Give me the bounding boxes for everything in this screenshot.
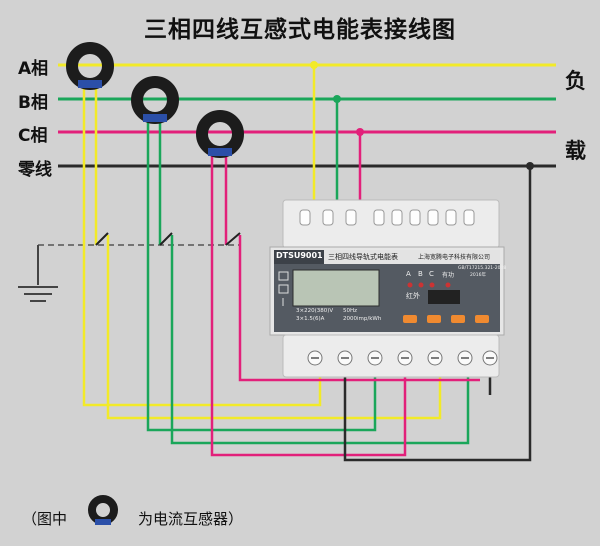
ground-assembly	[18, 244, 240, 302]
meter-model: DTSU9001	[276, 251, 323, 260]
meter-year: 2016年	[470, 273, 486, 278]
phase-a-label: A相	[18, 59, 49, 79]
phase-b-label: B相	[18, 93, 48, 113]
meter-constant: 2000imp/kWh	[343, 316, 382, 322]
meter-infrared: 红外	[406, 292, 420, 300]
caption-prefix: （图中	[22, 510, 68, 528]
led-icon	[418, 282, 424, 288]
current-transformer-icon	[66, 42, 114, 90]
current-transformer-icon	[196, 110, 244, 158]
meter-standard: GB/T17215.321-2008	[458, 266, 507, 271]
current-transformer-icon	[88, 495, 118, 525]
meter-frequency: 50Hz	[343, 308, 358, 314]
meter-spec-voltage: 3×220(380)V	[296, 308, 334, 314]
meter-phase-c: C	[429, 270, 434, 278]
led-icon	[407, 282, 413, 288]
switch-icon	[95, 232, 241, 246]
current-transformer-icon	[131, 76, 179, 124]
neutral-label: 零线	[18, 160, 52, 180]
meter-name: 三相四线导轨式电能表	[328, 253, 398, 261]
ct-wires	[82, 80, 480, 457]
caption-suffix: 为电流互感器）	[138, 510, 244, 528]
load-label-top: 负	[565, 69, 586, 93]
ground-icon	[18, 286, 58, 302]
meter-active: 有功	[442, 272, 455, 279]
diagram-title: 三相四线互感式电能表接线图	[144, 17, 456, 43]
meter-phase-a: A	[406, 270, 411, 278]
phase-c-label: C相	[18, 126, 48, 146]
energy-meter	[269, 199, 505, 378]
bus-lines	[58, 63, 556, 168]
meter-spec-current: 3×1.5(6)A	[296, 316, 325, 322]
meter-maker: 上海宽腾电子科技有限公司	[418, 254, 491, 261]
load-label-bottom: 载	[565, 139, 586, 163]
led-icon	[445, 282, 451, 288]
led-icon	[429, 282, 435, 288]
meter-phase-b: B	[418, 270, 423, 278]
